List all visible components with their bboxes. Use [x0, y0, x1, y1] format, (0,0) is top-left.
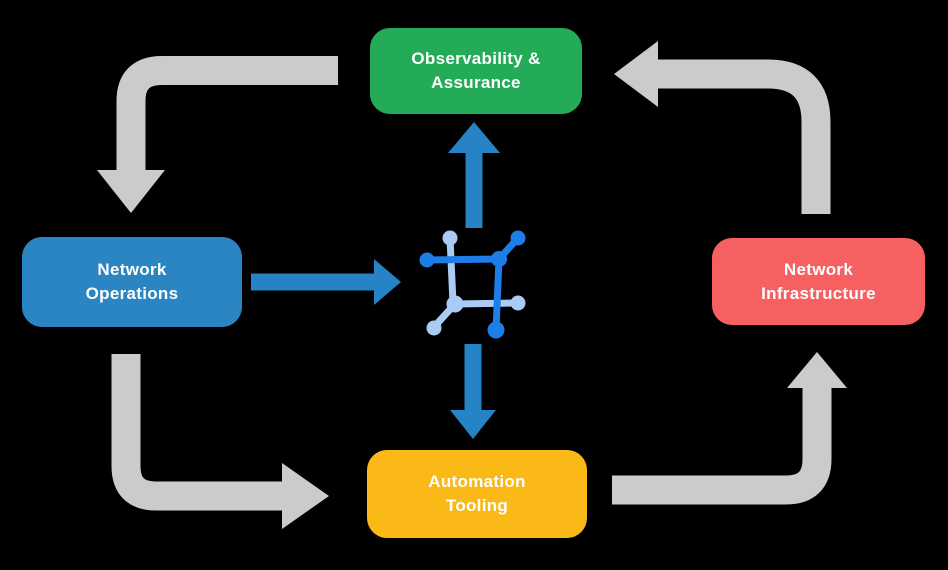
network-automation-icon: [419, 230, 526, 339]
node-automation-tooling: Automation Tooling: [367, 450, 587, 538]
arrow-operations-to-tooling: [111, 354, 329, 529]
arrow-observability-to-operations: [97, 56, 338, 213]
node-network-infrastructure: Network Infrastructure: [712, 238, 925, 325]
arrow-operations-to-center: [251, 259, 401, 305]
arrow-tooling-to-infrastructure: [612, 352, 847, 505]
arrow-infrastructure-to-observability: [614, 41, 831, 214]
node-observability-assurance: Observability & Assurance: [370, 28, 582, 114]
arrow-center-to-tooling: [450, 344, 496, 439]
node-network-operations: Network Operations: [22, 237, 242, 327]
arrow-center-to-observability: [448, 122, 500, 228]
